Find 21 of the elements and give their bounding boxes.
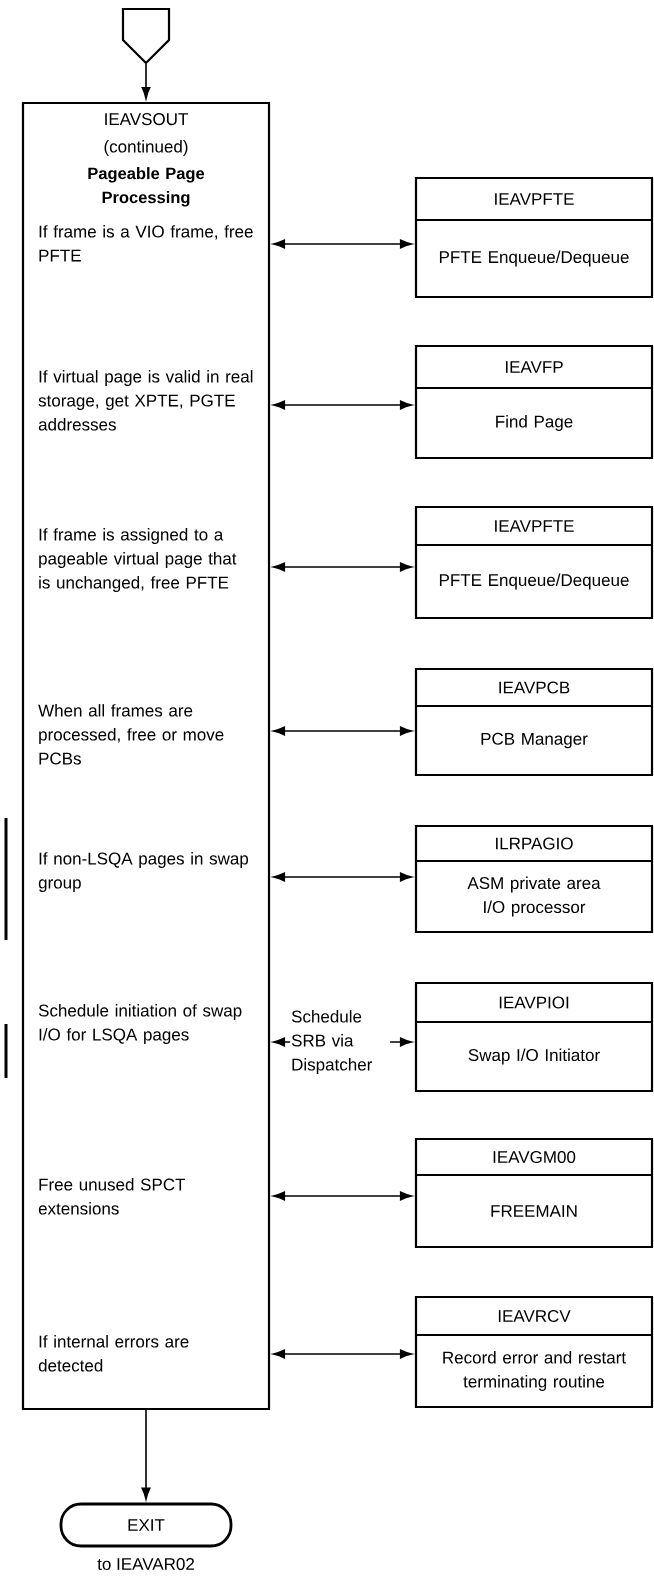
arrow [141,1409,151,1500]
module-box: IEAVPFTE PFTE Enqueue/Dequeue [414,505,654,620]
arrow [273,872,412,882]
arrow [273,239,412,249]
arrow [273,1191,412,1201]
module-box: IEAVPFTE PFTE Enqueue/Dequeue [414,176,654,299]
module-box: IEAVRCV Record error and restart terminating routine [414,1295,654,1409]
edge-label: Schedule SRB via Dispatcher [290,1009,391,1075]
arrow [273,562,412,572]
module-box: ILRPAGIO ASM private area I/O processor [414,824,654,934]
off-page-connector [121,7,171,65]
module-box: IEAVGM00 FREEMAIN [414,1137,654,1249]
module-box: IEAVPCB PCB Manager [414,667,654,777]
arrow [273,1349,412,1359]
beside-text: to IEAVAR02 [97,1558,194,1571]
process-box: IEAVSOUT (continued) Pageable Page Processing If frame is a VIO frame, free PFTE If virtual page is valid in real storage, get XPTE, PGTE addresses If frame is assigned to a pageable virtual page that is unchanged, free PFTE When all frames are processed, free or move PCBs If non-LSQA pages in swap group Schedule initiation of swap I/O for LSQA pages Free unused SPCT extensions If internal errors are detected [21,101,271,1411]
module-box: IEAVPIOI Swap I/O Initiator [414,981,654,1093]
arrow [141,63,151,99]
arrow [273,726,412,736]
module-box: IEAVFP Find Page [414,344,654,460]
arrow [273,400,412,410]
